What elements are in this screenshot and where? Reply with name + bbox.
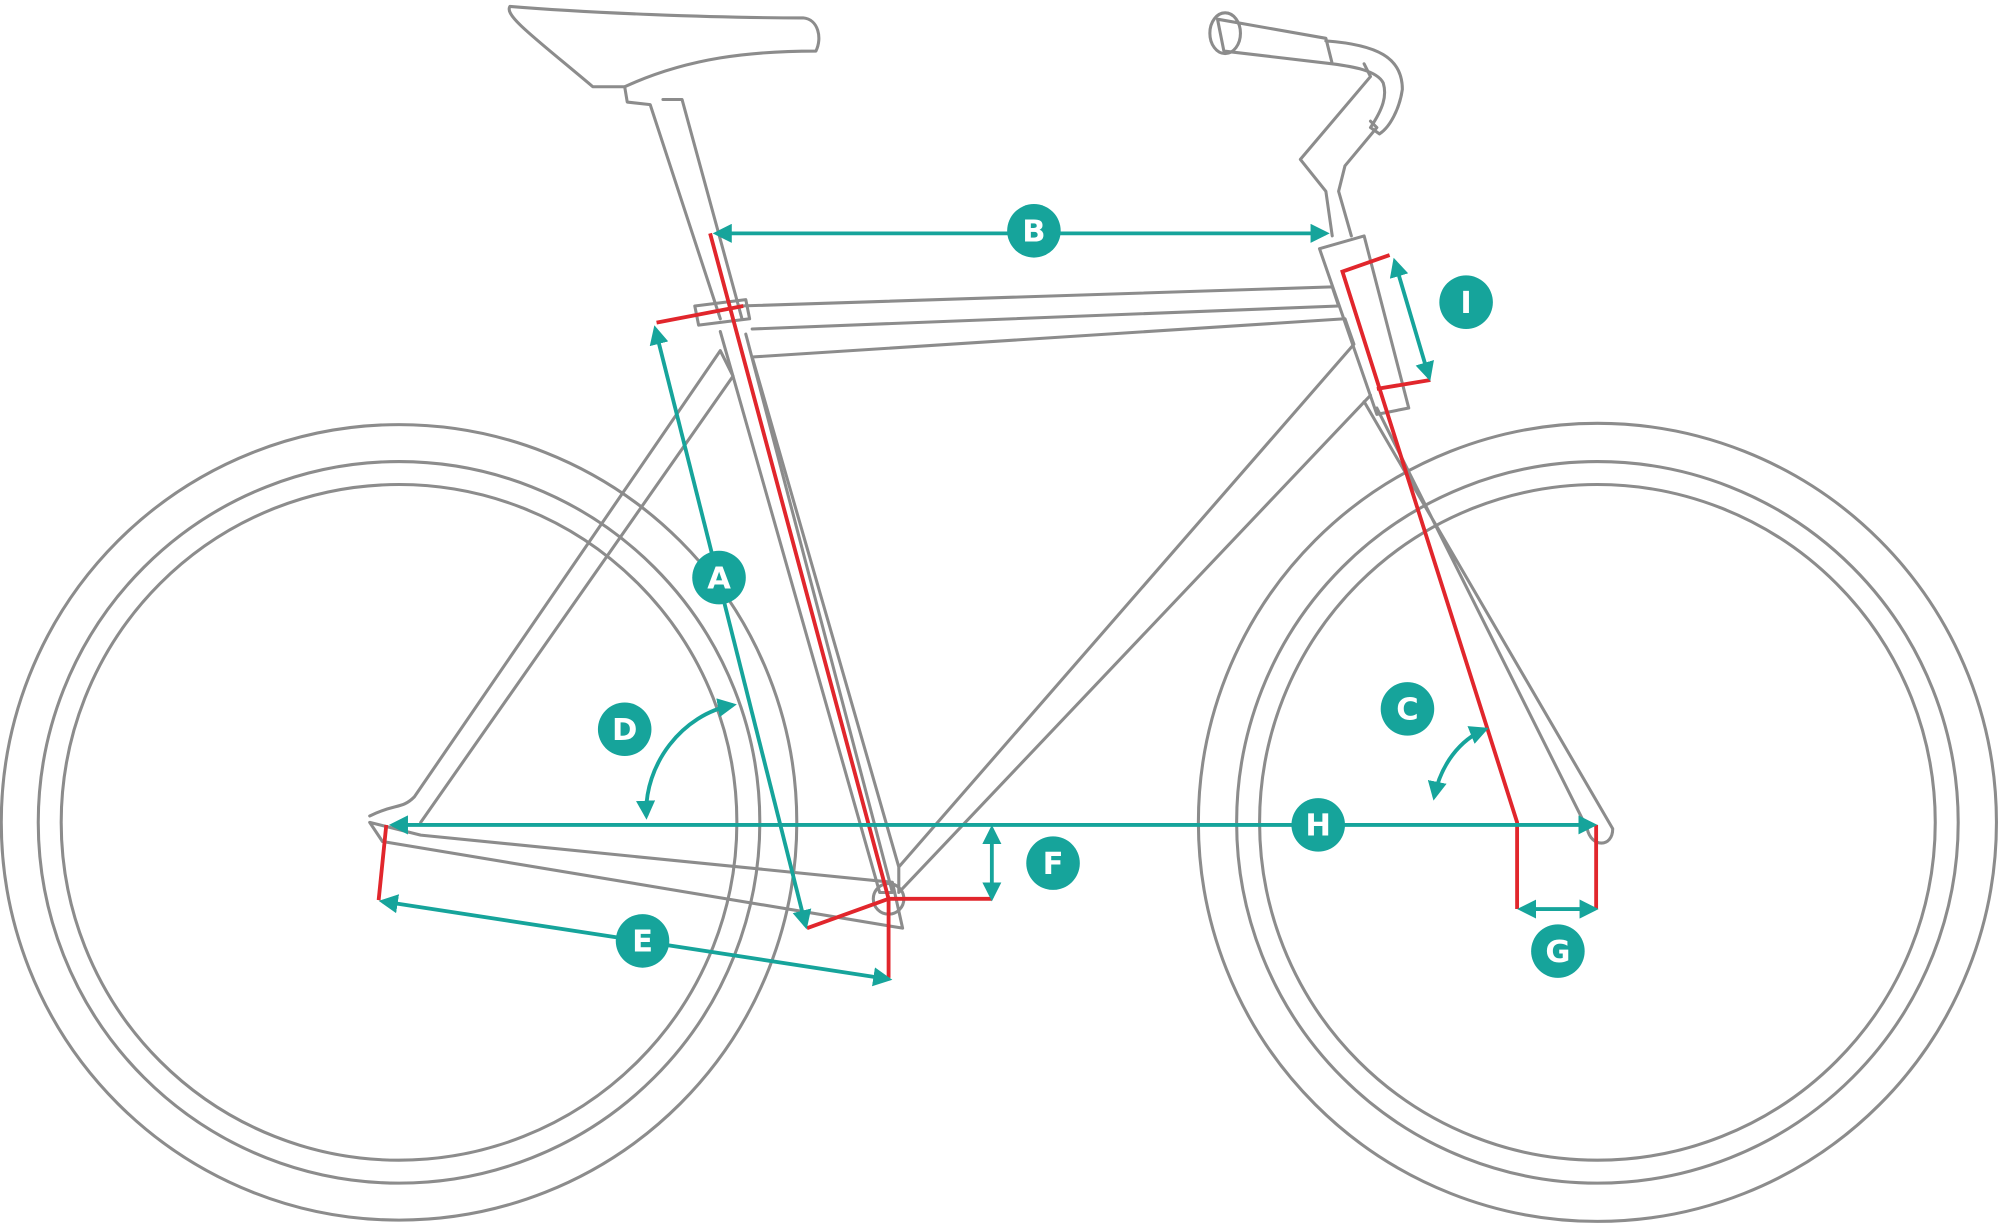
dimension-arrows xyxy=(378,223,1599,987)
badge-h: H xyxy=(1291,798,1345,852)
rear-wheel xyxy=(0,423,799,1222)
label-b: B xyxy=(1022,215,1045,250)
head-tube xyxy=(1317,234,1411,416)
badge-f: F xyxy=(1026,836,1080,890)
badge-e: E xyxy=(615,914,670,968)
dimension-a-arrow xyxy=(649,325,812,930)
handlebar xyxy=(1215,17,1404,136)
label-h: H xyxy=(1305,809,1331,844)
dimension-c-arrow xyxy=(1427,726,1489,801)
badge-b: B xyxy=(1007,204,1061,258)
stem xyxy=(1298,62,1379,238)
label-g: G xyxy=(1545,935,1570,970)
badge-g: G xyxy=(1531,924,1585,978)
badge-d: D xyxy=(597,702,652,757)
down-tube xyxy=(750,317,1373,895)
seatpost xyxy=(623,85,744,321)
label-c: C xyxy=(1396,693,1418,728)
saddle xyxy=(507,4,821,89)
badge-i: I xyxy=(1439,275,1493,329)
label-i: I xyxy=(1460,286,1471,321)
badge-c: C xyxy=(1380,682,1435,736)
dimension-i-arrow xyxy=(1389,257,1434,382)
label-e: E xyxy=(632,925,653,960)
bike-frame xyxy=(368,4,1615,930)
label-f: F xyxy=(1043,847,1064,882)
dimension-d-arrow xyxy=(636,698,737,820)
reference-lines xyxy=(376,232,1599,978)
fork xyxy=(1362,400,1615,845)
top-tube xyxy=(737,285,1341,331)
badge-a: A xyxy=(692,550,746,605)
label-a: A xyxy=(707,561,731,596)
label-d: D xyxy=(612,713,637,748)
seat-tube xyxy=(718,329,894,895)
